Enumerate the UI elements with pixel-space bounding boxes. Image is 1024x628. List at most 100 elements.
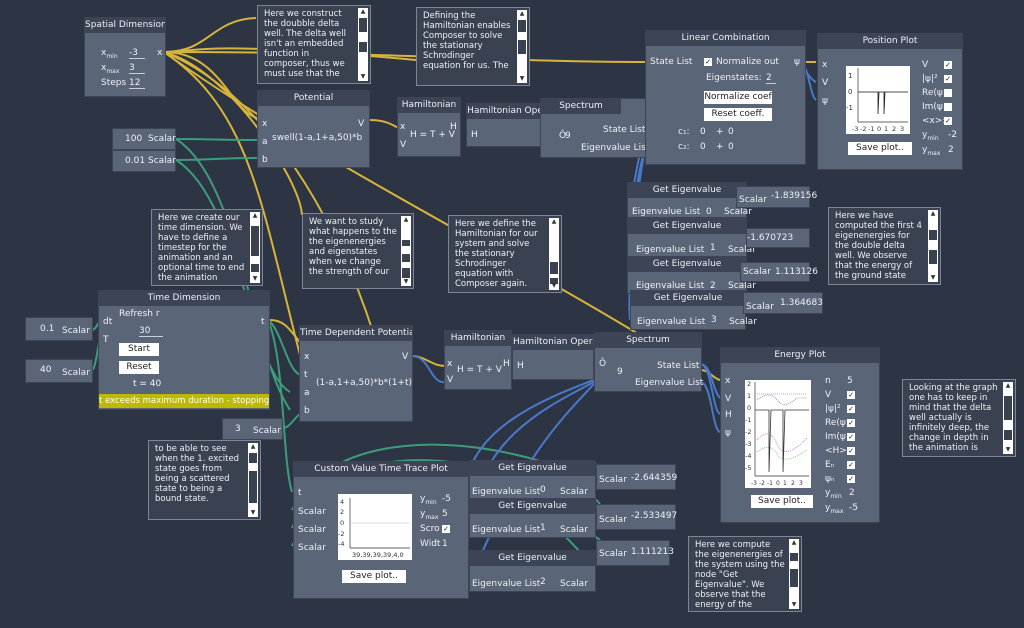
operator-input-port[interactable]: Ô bbox=[599, 359, 607, 369]
n-input[interactable]: 5 bbox=[847, 376, 853, 386]
eigenvalue-list-input[interactable]: Eigenvalue List bbox=[472, 487, 541, 497]
legend-re-checkbox[interactable] bbox=[944, 89, 952, 97]
index-input[interactable]: 3 bbox=[711, 315, 717, 325]
legend-v-checkbox[interactable]: ✓ bbox=[847, 391, 855, 399]
position-plot-node[interactable]: Position Plot x V ψ 1 0 -1 -3 -2 -1 0 1 … bbox=[817, 33, 963, 170]
formula-field[interactable]: (1-a,1+a,50)*b*(1+t) bbox=[316, 378, 412, 388]
scalar-value[interactable]: 40 bbox=[40, 365, 52, 375]
note-scrollbar[interactable]: ▲▼ bbox=[1003, 382, 1013, 454]
scalar-output[interactable]: Scalar bbox=[560, 525, 588, 535]
v-output-port[interactable]: V bbox=[402, 352, 409, 362]
scalar-node-0.1[interactable]: 0.1 Scalar bbox=[25, 317, 93, 341]
psi-input-port[interactable]: ψ bbox=[725, 428, 731, 438]
x-input-port[interactable]: x bbox=[822, 60, 828, 70]
v-input-port[interactable]: V bbox=[447, 375, 454, 385]
eigenvalue-list-input[interactable]: Eigenvalue List bbox=[632, 207, 701, 217]
ymax-input[interactable]: -5 bbox=[849, 503, 858, 513]
hamiltonian-node-2[interactable]: Hamiltonian x V H = T + V H bbox=[444, 330, 512, 390]
width-input[interactable]: 1 bbox=[442, 539, 448, 549]
comment-note-study[interactable]: We want to study what happens to the the… bbox=[302, 213, 414, 289]
legend-v-checkbox[interactable]: ✓ bbox=[944, 61, 952, 69]
legend-psi-squared-checkbox[interactable]: ✓ bbox=[847, 405, 855, 413]
xmin-input[interactable]: -3 bbox=[129, 48, 145, 59]
t-input-port[interactable]: t bbox=[304, 370, 308, 380]
h-input-port[interactable]: H bbox=[725, 410, 732, 420]
scalar-value[interactable]: 100 bbox=[125, 134, 143, 144]
x-output-port[interactable]: x bbox=[157, 48, 163, 58]
get-eigenvalue-node-b2[interactable]: Get Eigenvalue Eigenvalue List 2 Scalar bbox=[469, 550, 596, 592]
ymax-input[interactable]: 2 bbox=[948, 145, 954, 155]
hamiltonian-operator-node-2[interactable]: Hamiltonian Opera H bbox=[512, 334, 594, 380]
note-scrollbar[interactable]: ▲▼ bbox=[549, 218, 559, 290]
get-eigenvalue-node-b0[interactable]: Get Eigenvalue Eigenvalue List 0 Scalar bbox=[469, 460, 596, 500]
time-trace-plot-node[interactable]: Custom Value Time Trace Plot t Scalar Sc… bbox=[293, 461, 469, 599]
scroll-checkbox[interactable]: ✓ bbox=[442, 525, 450, 533]
scalar-output[interactable]: Scalar bbox=[728, 281, 756, 291]
scalar-output[interactable]: Scalar bbox=[729, 317, 757, 327]
a-input-port[interactable]: a bbox=[304, 388, 310, 398]
get-eigenvalue-node-2[interactable]: Get Eigenvalue Eigenvalue List 2 Scalar bbox=[627, 256, 756, 294]
hamiltonian-node[interactable]: Hamiltonian x V H = T + V H bbox=[397, 97, 461, 157]
t-input-port[interactable]: t bbox=[298, 488, 302, 498]
note-scrollbar[interactable]: ▲▼ bbox=[250, 212, 260, 283]
ymin-input[interactable]: 2 bbox=[849, 488, 855, 498]
spectrum-count[interactable]: 9 bbox=[565, 131, 571, 141]
comment-note-hamiltonian[interactable]: Defining the Hamiltonian enables Compose… bbox=[416, 7, 530, 86]
scalar-output[interactable]: Scalar bbox=[560, 487, 588, 497]
psi-input-port[interactable]: ψ bbox=[822, 96, 828, 106]
t-output-port[interactable]: t bbox=[261, 317, 265, 327]
scalar-value[interactable]: 3 bbox=[235, 424, 241, 434]
get-eigenvalue-node-0[interactable]: Get Eigenvalue Eigenvalue List 0 Scalar bbox=[627, 182, 752, 218]
h-output-port[interactable]: H bbox=[503, 359, 510, 369]
c2-real-input[interactable]: 0 bbox=[700, 142, 706, 152]
legend-expectation-checkbox[interactable]: ✓ bbox=[944, 117, 952, 125]
get-eigenvalue-node-1[interactable]: Get Eigenvalue Eigenvalue List 1 Scalar bbox=[627, 218, 756, 258]
a-input-port[interactable]: a bbox=[262, 137, 268, 147]
scalar-node-100[interactable]: 100 Scalar bbox=[112, 128, 176, 150]
scalar-output[interactable]: Scalar bbox=[724, 207, 752, 217]
reset-coefficients-button[interactable]: Reset coeff. bbox=[704, 108, 772, 121]
eigenvalue-list-input[interactable]: Eigenvalue List bbox=[636, 245, 705, 255]
legend-psi-squared-checkbox[interactable]: ✓ bbox=[944, 75, 952, 83]
x-input-port[interactable]: x bbox=[725, 376, 731, 386]
save-plot-button[interactable]: Save plot.. bbox=[342, 570, 406, 583]
eigenvalue-list-input[interactable]: Eigenvalue List bbox=[636, 281, 705, 291]
potential-node[interactable]: Potential x a b swell(1-a,1+a,50)*b V bbox=[257, 90, 370, 168]
state-list-output[interactable]: State List bbox=[657, 361, 700, 371]
spatial-dimension-node[interactable]: Spatial Dimension xmin -3 xmax 3 Steps 1… bbox=[84, 17, 166, 97]
x-input-port[interactable]: x bbox=[447, 359, 453, 369]
comment-note-time[interactable]: Here we create our time dimension. We ha… bbox=[151, 209, 263, 286]
xmax-input[interactable]: 3 bbox=[129, 63, 145, 74]
legend-re-checkbox[interactable]: ✓ bbox=[847, 419, 855, 427]
index-input[interactable]: 1 bbox=[540, 523, 546, 533]
spectrum-count[interactable]: 9 bbox=[617, 367, 623, 377]
scalar-output[interactable]: Scalar bbox=[560, 579, 588, 589]
index-input[interactable]: 1 bbox=[710, 243, 716, 253]
energy-plot-canvas[interactable]: 2 1 0 -1 -2 -3 -4 -5 -3 -2 -1 0 1 2 3 bbox=[745, 380, 811, 488]
x-input-port[interactable]: x bbox=[262, 119, 268, 129]
note-scrollbar[interactable]: ▲▼ bbox=[401, 216, 411, 286]
scalar-input-3[interactable]: Scalar bbox=[298, 543, 326, 553]
x-input-port[interactable]: x bbox=[400, 122, 406, 132]
scalar-value[interactable]: 0.1 bbox=[40, 324, 55, 334]
v-input-port[interactable]: V bbox=[822, 78, 829, 88]
scalar-node-3[interactable]: 3 Scalar bbox=[222, 418, 283, 440]
ymin-input[interactable]: -2 bbox=[948, 130, 957, 140]
legend-expectation-checkbox[interactable]: ✓ bbox=[847, 447, 855, 455]
get-eigenvalue-node-3[interactable]: Get Eigenvalue Eigenvalue List 3 Scalar bbox=[630, 290, 757, 330]
legend-psin-checkbox[interactable]: ✓ bbox=[847, 475, 855, 483]
c1-imag-input[interactable]: 0 bbox=[728, 127, 734, 137]
get-eigenvalue-node-b1[interactable]: Get Eigenvalue Eigenvalue List 1 Scalar bbox=[469, 498, 596, 538]
start-button[interactable]: Start bbox=[119, 343, 159, 356]
eigenvalue-list-input[interactable]: Eigenvalue List bbox=[472, 579, 541, 589]
v-input-port[interactable]: V bbox=[725, 394, 732, 404]
psi-output-port[interactable]: ψ bbox=[794, 57, 800, 67]
note-scrollbar[interactable]: ▲▼ bbox=[358, 8, 368, 81]
v-input-port[interactable]: V bbox=[400, 140, 407, 150]
c1-real-input[interactable]: 0 bbox=[700, 127, 706, 137]
eigenstates-input[interactable]: 2 bbox=[766, 73, 776, 84]
h-input-port[interactable]: H bbox=[517, 361, 524, 371]
save-plot-button[interactable]: Save plot.. bbox=[751, 495, 813, 508]
comment-note-looking[interactable]: Looking at the graph one has to keep in … bbox=[902, 379, 1016, 457]
spectrum-node-2[interactable]: Spectrum Ô 9 State List Eigenvalue List bbox=[594, 332, 703, 392]
